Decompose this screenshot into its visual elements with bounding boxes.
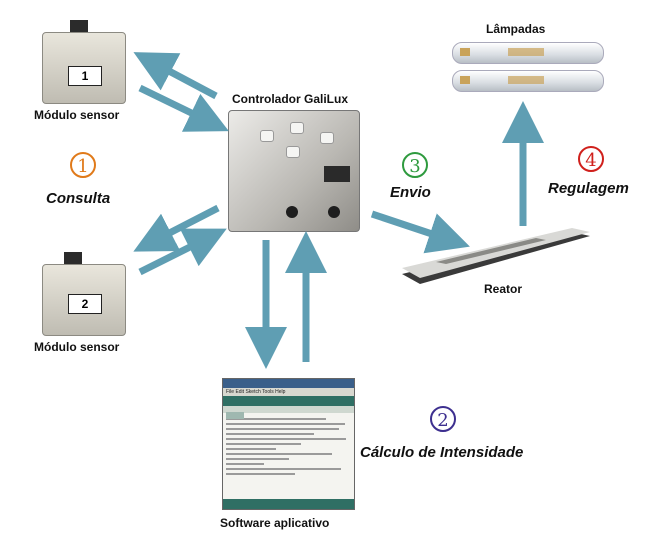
software-screenshot: File Edit Sketch Tools Help xyxy=(222,378,355,510)
sensor-module-2: 2 xyxy=(42,252,126,336)
ballast-image xyxy=(402,228,590,284)
arrow-sensor1-to-controller xyxy=(138,84,229,132)
software-caption: Software aplicativo xyxy=(220,516,330,530)
step-3-label: Envio xyxy=(390,184,431,201)
step-3-number: 3 xyxy=(402,152,428,178)
lamps-image xyxy=(452,38,604,94)
controller-device xyxy=(228,110,360,232)
step-2-number: 2 xyxy=(430,406,456,432)
sensor-2-tag: 2 xyxy=(68,294,102,314)
lamps-caption: Lâmpadas xyxy=(486,22,546,36)
step-1-label: Consulta xyxy=(46,190,111,207)
step-1-number: 1 xyxy=(70,152,96,178)
controller-caption: Controlador GaliLux xyxy=(232,92,349,106)
arrow-controller-to-sensor2 xyxy=(133,204,220,252)
sensor-2-caption: Módulo sensor xyxy=(34,340,120,354)
step-4-label: Regulagem xyxy=(548,180,629,197)
sensor-1-caption: Módulo sensor xyxy=(34,108,120,122)
ballast-caption: Reator xyxy=(484,282,523,296)
arrow-controller-to-ballast xyxy=(370,210,470,254)
sensor-1-tag: 1 xyxy=(68,66,102,86)
arrow-controller-to-sensor1 xyxy=(133,52,218,100)
sensor-module-1: 1 xyxy=(42,20,126,104)
step-4-number: 4 xyxy=(578,146,604,172)
arrow-sensor2-to-controller xyxy=(138,228,227,276)
step-2-label: Cálculo de Intensidade xyxy=(360,444,524,461)
